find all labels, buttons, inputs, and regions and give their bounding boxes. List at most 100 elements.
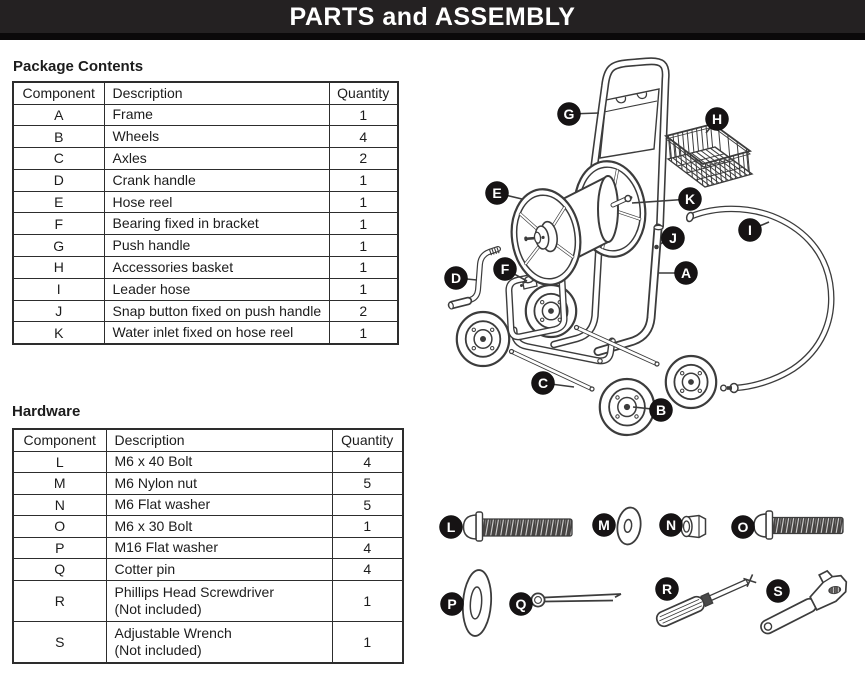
component-cell: R	[12, 579, 107, 622]
description-cell: Crank handle	[103, 168, 330, 192]
svg-text:A: A	[681, 265, 691, 281]
quantity-cell: 1	[328, 256, 399, 279]
component-cell: G	[12, 234, 105, 258]
callout-O: O	[731, 515, 755, 539]
quantity-cell: 1	[328, 168, 399, 192]
description-cell: Push handle	[103, 234, 330, 258]
component-cell: H	[12, 256, 105, 279]
svg-text:Q: Q	[516, 596, 527, 612]
svg-text:N: N	[666, 517, 676, 533]
description-cell: Hose reel	[103, 190, 330, 214]
description-cell: Snap button fixed on push handle	[103, 299, 330, 323]
column-header-description: Description	[103, 81, 330, 105]
callout-N: N	[659, 513, 683, 537]
frame-post-socket	[653, 224, 664, 231]
description-cell: Adjustable Wrench (Not included)	[105, 621, 333, 664]
svg-text:O: O	[738, 519, 749, 535]
component-cell: P	[12, 536, 107, 559]
wheel	[664, 354, 718, 410]
quantity-cell: 1	[331, 579, 404, 622]
callout-C: C	[531, 371, 575, 395]
page-title-banner: PARTS and ASSEMBLY	[0, 0, 865, 40]
snap-button	[654, 244, 659, 250]
callout-I: I	[738, 218, 770, 242]
cotter-pin-illustration	[530, 592, 622, 608]
nut-illustration	[680, 514, 707, 539]
package-contents-heading: Package Contents	[13, 58, 144, 75]
callout-F: F	[493, 257, 528, 282]
description-cell: M16 Flat washer	[105, 536, 333, 559]
callout-A: A	[659, 261, 698, 285]
description-cell: Phillips Head Screwdriver (Not included)	[105, 579, 333, 622]
screwdriver-illustration	[655, 574, 757, 628]
loose-wheels	[598, 354, 718, 437]
quantity-cell: 1	[328, 190, 399, 214]
leader-hose	[685, 205, 835, 394]
table-header-row: Component Description Quantity	[12, 428, 404, 452]
bolt-m6x40-illustration	[462, 511, 573, 542]
quantity-cell: 4	[331, 450, 404, 473]
callout-G: G	[557, 102, 600, 126]
component-cell: J	[12, 299, 105, 323]
push-handle	[585, 58, 669, 229]
svg-text:E: E	[492, 185, 501, 201]
svg-text:I: I	[748, 222, 752, 238]
component-cell: M	[12, 472, 107, 495]
column-header-quantity: Quantity	[328, 81, 399, 105]
callout-L: L	[439, 515, 463, 539]
column-header-component: Component	[12, 81, 105, 105]
quantity-cell: 1	[328, 321, 399, 345]
description-cell: Water inlet fixed on hose reel	[103, 321, 330, 345]
description-cell: Frame	[103, 103, 330, 127]
svg-text:S: S	[773, 583, 782, 599]
svg-text:D: D	[451, 270, 461, 286]
hardware-heading: Hardware	[12, 403, 81, 420]
quantity-cell: 1	[328, 277, 399, 301]
quantity-cell: 1	[328, 234, 399, 258]
component-cell: O	[12, 515, 107, 538]
svg-text:R: R	[662, 581, 672, 597]
svg-text:K: K	[685, 191, 695, 207]
column-header-quantity: Quantity	[331, 428, 404, 452]
wheel	[598, 377, 656, 437]
callout-H: H	[705, 107, 729, 134]
reel-front-disc	[510, 188, 582, 286]
axles	[508, 324, 660, 392]
quantity-cell: 5	[331, 472, 404, 495]
svg-text:F: F	[501, 261, 510, 277]
table-header-row: Component Description Quantity	[12, 81, 399, 105]
frame-mid-support	[551, 243, 602, 347]
description-cell: M6 x 30 Bolt	[105, 515, 333, 538]
callout-R: R	[655, 577, 679, 601]
callout-K: K	[631, 187, 702, 211]
callout-S: S	[766, 579, 790, 603]
callout-P: P	[440, 592, 464, 616]
column-header-component: Component	[12, 428, 107, 452]
frame-post	[595, 225, 661, 355]
quantity-cell: 2	[328, 147, 399, 170]
svg-text:C: C	[538, 375, 548, 391]
description-cell: Cotter pin	[105, 558, 333, 581]
crank-handle	[447, 246, 501, 310]
description-cell: Leader hose	[103, 277, 330, 301]
callout-Q: Q	[509, 592, 533, 616]
description-cell: Bearing fixed in bracket	[103, 212, 330, 236]
component-cell: N	[12, 493, 107, 516]
page-title: PARTS and ASSEMBLY	[289, 3, 576, 31]
washer-m16-illustration	[461, 569, 493, 637]
wrench-illustration	[760, 569, 848, 635]
hardware-illustrations	[461, 506, 848, 637]
